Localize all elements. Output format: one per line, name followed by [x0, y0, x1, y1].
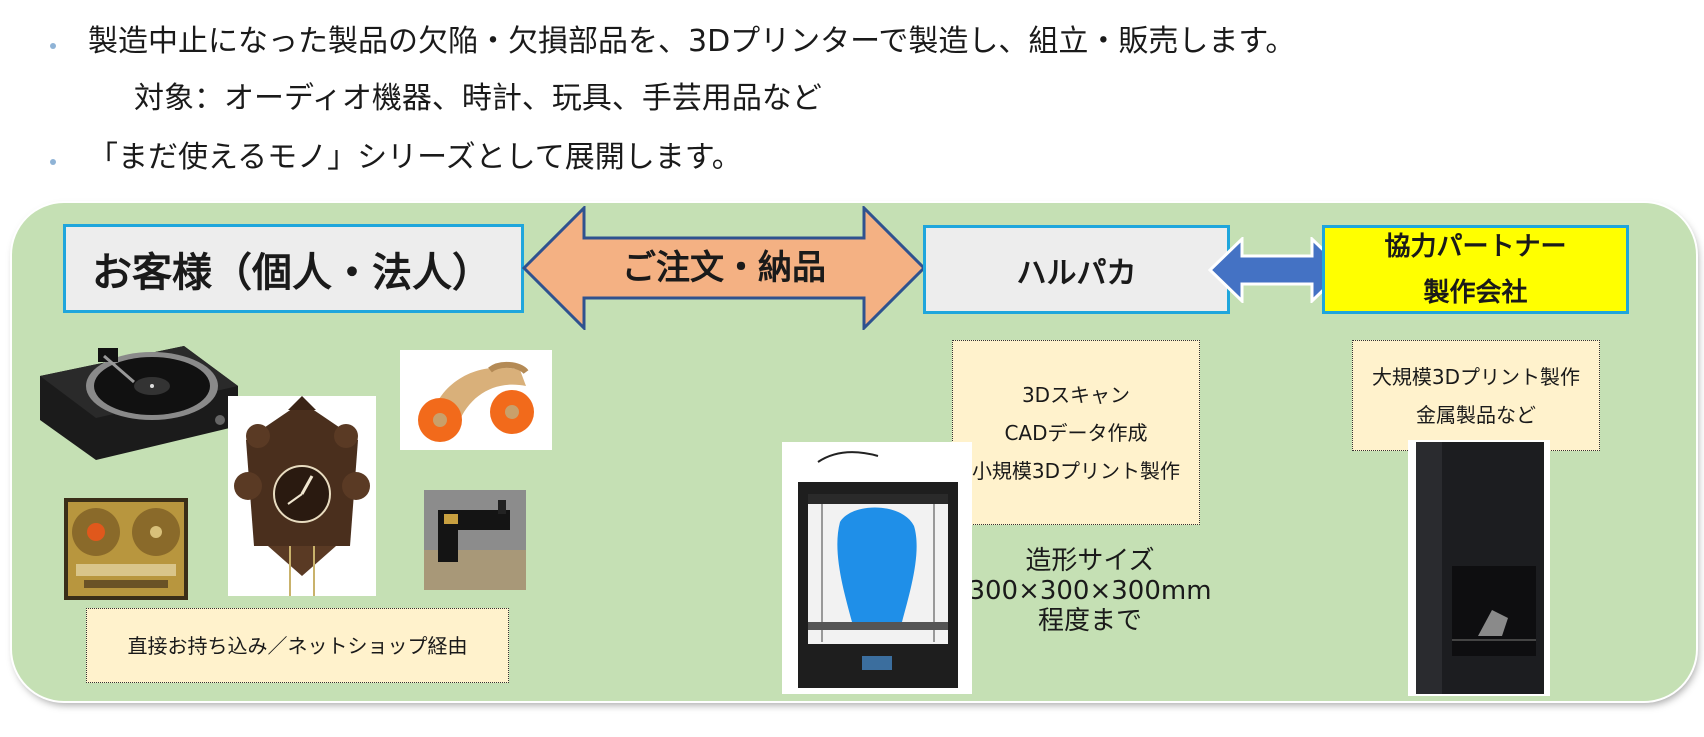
service-item: 3Dスキャン [1021, 382, 1131, 407]
build-size-text: 造形サイズ 300×300×300mm 程度まで [960, 546, 1220, 636]
customer-label: お客様（個人・法人） [92, 249, 492, 296]
partner-box: 協力パートナー 製作会社 [1322, 225, 1629, 314]
partner-service-item: 大規模3Dプリント製作 [1371, 364, 1581, 389]
partner-label-line1: 協力パートナー [1384, 231, 1567, 262]
partner-service-item: 金属製品など [1416, 402, 1536, 427]
build-size-limit: 程度まで [1037, 606, 1142, 636]
bullet-marker [50, 43, 56, 49]
service-item: 小規模3Dプリント製作 [971, 458, 1181, 483]
bullet-marker [50, 159, 56, 165]
customer-box: お客様（個人・法人） [63, 224, 524, 313]
reel-to-reel-recorder-photo [64, 498, 188, 600]
order-channel-note: 直接お持ち込み／ネットショップ経由 [86, 608, 509, 683]
bullet-line-2: 「まだ使えるモノ」シリーズとして展開します。 [88, 140, 742, 175]
balance-bike-toy-photo [400, 350, 552, 450]
harupaka-services-note: 3Dスキャン CADデータ作成 小規模3Dプリント製作 [952, 340, 1200, 525]
service-item: CADデータ作成 [1004, 420, 1148, 445]
harupaka-box: ハルパカ [923, 225, 1230, 314]
order-delivery-label: ご注文・納品 [622, 248, 826, 288]
bullet-line-1: 製造中止になった製品の欠陥・欠損部品を、3Dプリンターで製造し、組立・販売します… [88, 24, 1296, 59]
cuckoo-clock-photo [228, 396, 376, 596]
sewing-machine-photo [424, 490, 526, 590]
large-3d-printer-photo [1408, 440, 1550, 696]
order-channel-label: 直接お持ち込み／ネットショップ経由 [127, 633, 468, 658]
build-size-title: 造形サイズ [1025, 546, 1155, 576]
build-size-dimensions: 300×300×300mm [968, 576, 1212, 606]
bullet-subline-targets: 対象：オーディオ機器、時計、玩具、手芸用品など [134, 81, 822, 116]
small-3d-printer-photo [782, 442, 972, 694]
partner-label-line2: 製作会社 [1423, 277, 1528, 308]
partner-services-note: 大規模3Dプリント製作 金属製品など [1352, 340, 1600, 451]
harupaka-label: ハルパカ [1016, 255, 1137, 291]
turntable-photo [40, 346, 238, 460]
